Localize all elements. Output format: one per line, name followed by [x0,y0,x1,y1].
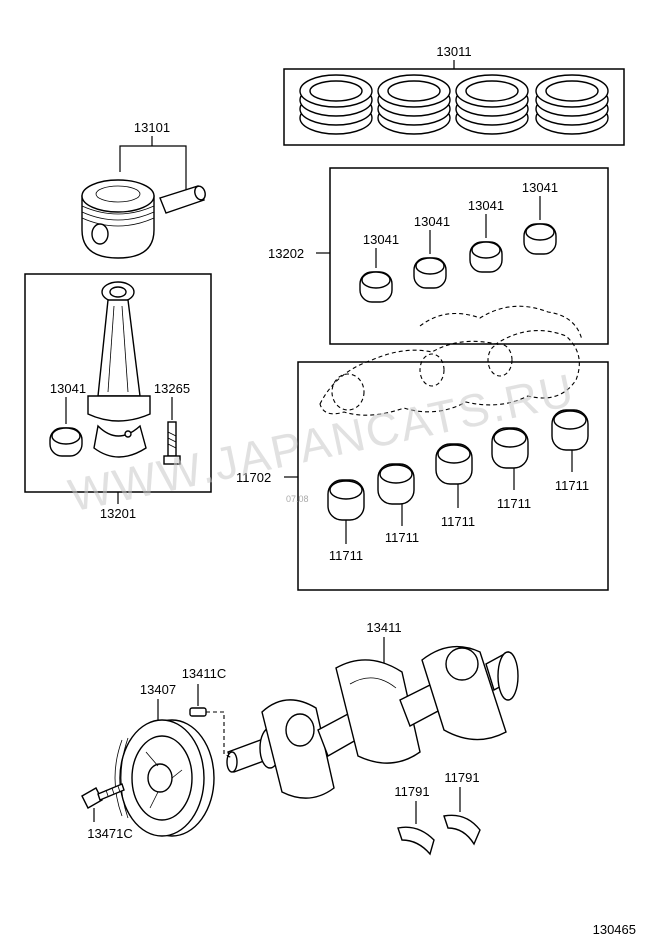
label-main-bearing-4: 11711 [497,496,531,511]
label-main-bearing-set: 11702 [236,470,271,485]
main-bearing-set-group[interactable]: 11702 07.08 11711 11711 11711 11711 [236,361,609,591]
label-thrust-washer-1: 11791 [394,784,429,799]
bearing-shell-icon [435,443,473,485]
pulley-group[interactable]: 13407 [114,682,215,837]
connecting-rod-icon [87,281,151,458]
bearing-shell-icon [49,427,83,457]
label-crankshaft-key: 13411C [182,666,227,681]
thrust-washer-icon [397,826,435,856]
pulley-icon [114,719,215,837]
label-crankshaft: 13411 [366,620,401,635]
label-conn-rod-bearing-4: 13041 [522,180,558,195]
label-conn-rod-bearing-set: 13202 [268,246,304,261]
label-conn-rod-bearing-rod: 13041 [50,381,86,396]
label-piston-ring-set: 13011 [436,44,471,59]
piston-group[interactable]: 13101 [81,120,207,259]
crankshaft-key-group[interactable]: 13411C [182,666,233,759]
label-main-bearing-2: 11711 [385,530,419,545]
label-conn-rod-bearing-2: 13041 [414,214,450,229]
thrust-washer-icon [443,814,481,846]
bearing-shell-icon [359,271,393,303]
date-stamp: 07.08 [286,494,309,504]
conn-rod-bearing-set-box [329,167,609,345]
label-conn-rod-bolt: 13265 [154,381,190,396]
bearing-shell-icon [551,409,589,451]
label-main-bearing-5: 11711 [555,478,589,493]
bearing-shell-icon [327,479,365,521]
label-piston: 13101 [134,120,170,135]
bolt-icon [81,783,125,809]
thrust-washer-group[interactable]: 11791 11791 [394,770,481,856]
key-icon [189,707,207,717]
bolt-icon [163,421,181,465]
ring-stack-3 [455,74,529,135]
bearing-shell-icon [377,463,415,505]
label-conn-rod-bearing-3: 13041 [468,198,504,213]
bearing-shell-icon [413,257,447,289]
main-bearing-set-box [297,361,609,591]
label-pulley-bolt: 13471C [87,826,133,841]
crankshaft-ghost-outline [319,305,583,416]
ring-stack-2 [377,74,451,135]
ring-stack-1 [299,74,373,135]
label-main-bearing-3: 11711 [441,514,475,529]
conn-rod-bearing-set-group[interactable]: 13202 13041 13041 13041 13041 [268,167,609,345]
figure-number: 130465 [593,922,636,937]
bearing-shell-icon [491,427,529,469]
piston-pin-icon [159,185,206,214]
label-thrust-washer-2: 11791 [444,770,479,785]
ring-stack-4 [535,74,609,135]
bearing-shell-icon [523,223,557,255]
label-pulley: 13407 [140,682,176,697]
label-conn-rod-assembly: 13201 [100,506,136,521]
label-main-bearing-1: 11711 [329,548,363,563]
label-conn-rod-bearing-1: 13041 [363,232,399,247]
crankshaft-icon [226,645,519,799]
crankshaft-group[interactable]: 13411 [226,620,519,799]
bearing-shell-icon [469,241,503,273]
pulley-bolt-group[interactable]: 13471C [81,783,133,841]
piston-ring-set-group[interactable]: 13011 [283,44,625,146]
conn-rod-assembly-group[interactable]: 13201 13041 13265 [24,273,212,521]
piston-icon [81,179,155,259]
